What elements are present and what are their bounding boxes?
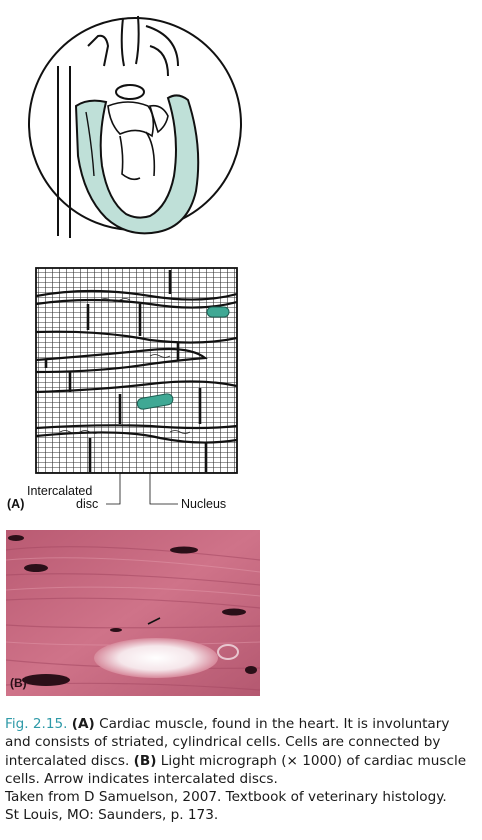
caption-part-b-text: Light micrograph (× 1000) of cardiac mus… [5,752,467,787]
caption-part-a-marker: (A) [71,716,95,732]
nucleus-leader-line [149,473,178,505]
cardiac-tissue-diagram [35,267,238,505]
caption-part-b-marker: (B) [133,752,157,769]
caption-main: Fig. 2.15. (A) Cardiac muscle, found in … [5,715,475,788]
arrow-indicator [147,617,161,625]
caption-part-a-text: Cardiac muscle, found in the heart. It i… [5,716,450,769]
myocardium [74,94,200,235]
micrograph-image [6,530,260,696]
panel-a-label: (A) [7,497,25,511]
vena-cava [57,66,71,238]
intercalated-leader-line [106,473,121,505]
panel-b-label: (B) [10,676,27,690]
figure-caption: Fig. 2.15. (A) Cardiac muscle, found in … [5,715,475,825]
nucleus-shape [136,393,174,410]
intercalated-disc-label-line2: disc [76,497,99,511]
caption-source-line2: St Louis, MO: Saunders, p. 173. [5,807,219,824]
intercalated-disc-label: Intercalated [27,484,93,498]
nucleus-label: Nucleus [181,497,227,511]
figure-number: Fig. 2.15. [5,716,68,732]
heart-diagram [28,15,242,238]
aorta [120,15,179,77]
nucleus-shape [206,306,230,318]
caption-source-line1: Taken from D Samuelson, 2007. Textbook o… [5,789,447,806]
